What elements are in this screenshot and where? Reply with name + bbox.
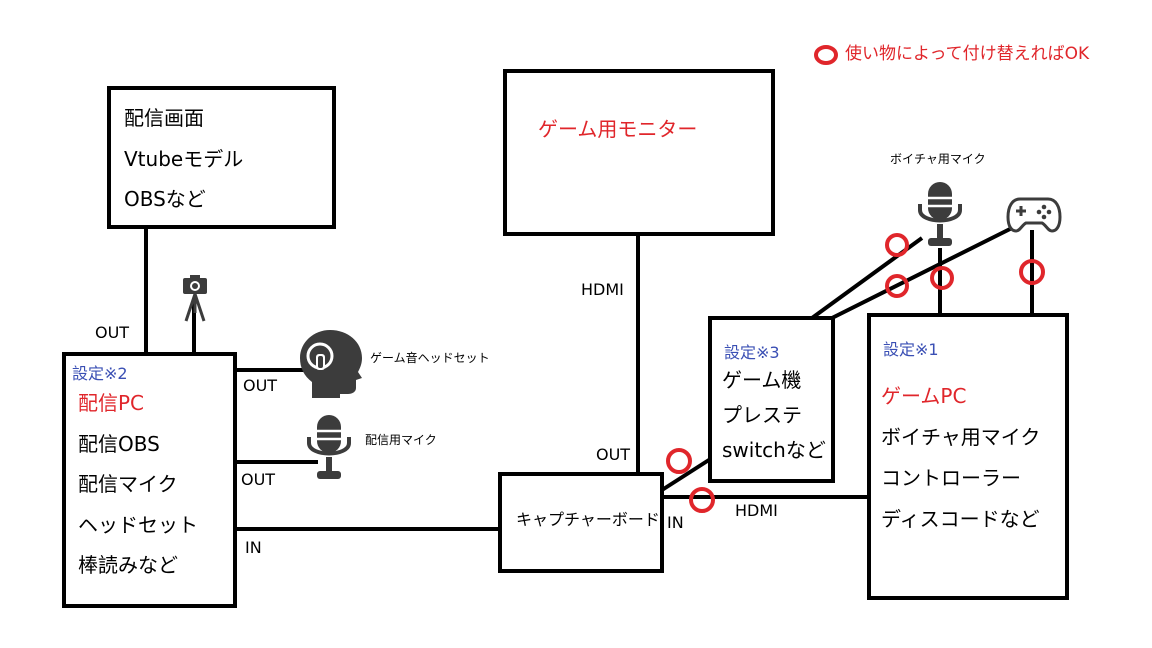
legend-marker: [814, 45, 838, 65]
swap-marker: [885, 274, 909, 298]
stream-screen-line: 配信画面: [124, 106, 204, 130]
stream-mic-label: 配信用マイク: [365, 433, 437, 447]
capture-board-label: キャプチャーボード: [516, 510, 660, 529]
console-box: 設定※3 ゲーム機 プレステ switchなど: [708, 316, 835, 483]
stream-pc-title: 配信PC: [78, 391, 145, 415]
port-label: OUT: [241, 470, 276, 489]
line-console-to-controller: [831, 226, 1013, 320]
game-monitor-box: ゲーム用モニター: [503, 69, 775, 236]
capture-board-box: キャプチャーボード: [498, 472, 664, 573]
microphone-icon: [918, 182, 962, 246]
stream-screen-line: OBSなど: [124, 187, 206, 211]
stream-pc-line: 配信OBS: [78, 432, 160, 456]
game-pc-box: 設定※1 ゲームPC ボイチャ用マイク コントローラー ディスコードなど: [867, 313, 1069, 600]
legend-text: 使い物によって付け替えればOK: [845, 44, 1090, 64]
port-label: IN: [245, 538, 262, 557]
stream-pc-line: 棒読みなど: [78, 553, 178, 577]
port-label: HDMI: [735, 501, 778, 520]
swap-marker: [885, 233, 909, 257]
swap-marker: [666, 448, 692, 474]
line-capture-to-console: [660, 456, 714, 492]
stream-pc-line: ヘッドセット: [78, 513, 198, 537]
game-pc-title: ゲームPC: [881, 384, 967, 408]
microphone-icon: [307, 415, 351, 479]
game-monitor-title: ゲーム用モニター: [538, 117, 698, 141]
console-line: switchなど: [722, 438, 826, 462]
stream-screen-box: 配信画面 Vtubeモデル OBSなど: [107, 86, 336, 229]
game-pc-line: ボイチャ用マイク: [881, 425, 1041, 449]
swap-marker: [1019, 259, 1045, 285]
headset-icon: [300, 330, 362, 398]
swap-marker: [689, 487, 715, 513]
setting-note: 設定※2: [72, 364, 128, 383]
port-label: HDMI: [581, 280, 624, 299]
port-label: OUT: [243, 376, 278, 395]
port-label: OUT: [596, 445, 631, 464]
console-line: プレステ: [722, 403, 802, 427]
port-label: OUT: [95, 323, 130, 342]
stream-pc-line: 配信マイク: [78, 472, 178, 496]
port-label: IN: [667, 513, 684, 532]
gamepad-icon: [1006, 197, 1062, 233]
setting-note: 設定※1: [883, 340, 939, 359]
game-pc-line: ディスコードなど: [881, 507, 1040, 531]
game-pc-line: コントローラー: [881, 466, 1021, 490]
voicechat-mic-label: ボイチャ用マイク: [890, 152, 986, 166]
stream-screen-line: Vtubeモデル: [124, 147, 244, 171]
camera-tripod-icon: [183, 275, 207, 322]
stream-pc-box: 設定※2 配信PC 配信OBS 配信マイク ヘッドセット 棒読みなど: [62, 352, 237, 608]
setting-note: 設定※3: [724, 343, 780, 362]
swap-marker: [930, 266, 954, 290]
headset-label: ゲーム音ヘッドセット: [370, 351, 490, 365]
console-line: ゲーム機: [722, 368, 802, 392]
